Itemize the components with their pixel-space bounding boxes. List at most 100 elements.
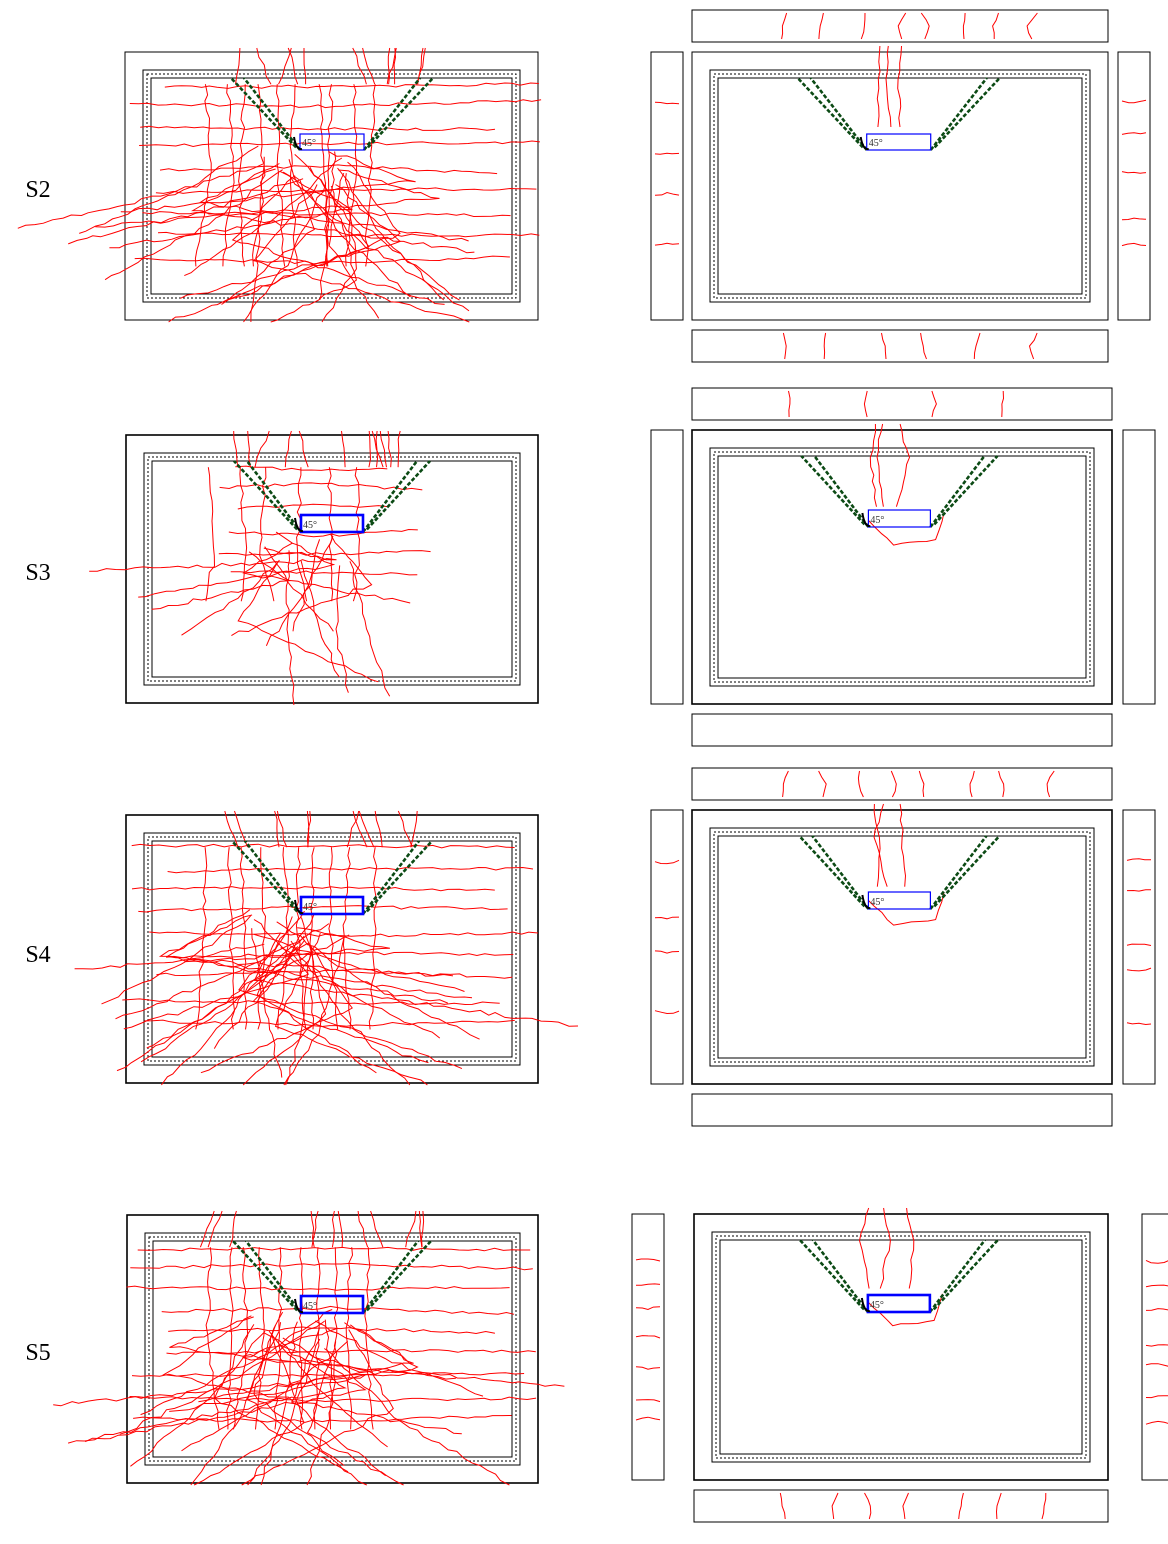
crack-line <box>370 1210 384 1248</box>
failure-cone-line <box>365 460 431 531</box>
crack-line <box>328 172 380 319</box>
failure-cone-line <box>244 1240 303 1314</box>
crack-line <box>259 467 275 602</box>
failure-cone-line <box>232 1240 299 1312</box>
crack-line <box>252 184 470 323</box>
reinforcement-line <box>715 1235 1087 1459</box>
crack-line <box>253 934 579 1027</box>
angle-arc <box>861 512 871 528</box>
crack-line <box>169 1316 456 1380</box>
crack-line <box>233 430 239 468</box>
angle-arc <box>859 136 869 151</box>
angle-label: 45° <box>303 902 317 913</box>
crack-line <box>275 84 286 267</box>
crack-line <box>207 1210 223 1248</box>
crack-line <box>238 84 246 267</box>
crack-line <box>1121 242 1147 247</box>
side-strip-vertical <box>1122 809 1156 1085</box>
crack-line <box>239 467 248 602</box>
crack-line <box>654 1010 680 1015</box>
crack-line <box>242 542 411 604</box>
crack-line <box>1145 1344 1168 1347</box>
slab-outline <box>126 1214 539 1484</box>
crack-line <box>1121 132 1147 135</box>
crack-line <box>397 430 401 468</box>
crack-line <box>635 1258 661 1262</box>
crack-line <box>885 45 892 128</box>
crack-line <box>654 950 680 954</box>
crack-line <box>397 810 413 848</box>
failure-cone-line <box>230 77 298 149</box>
crack-line <box>387 430 392 468</box>
slab-outline <box>125 814 539 1084</box>
crack-line <box>181 1340 349 1452</box>
load-plate <box>299 895 365 916</box>
crack-line <box>293 175 411 298</box>
failure-cone-line <box>933 77 1001 149</box>
crack-line <box>296 467 308 602</box>
crack-line <box>264 546 334 632</box>
crack-line <box>868 512 945 546</box>
crack-line <box>337 1210 344 1248</box>
back-face: 45° <box>691 803 1113 1085</box>
crack-line <box>224 810 239 848</box>
crack-line <box>931 390 937 418</box>
failure-cone-line <box>809 77 868 151</box>
crack-line <box>134 255 510 265</box>
crack-line <box>818 12 824 40</box>
crack-line <box>195 847 208 1030</box>
slab-outline <box>693 1213 1109 1481</box>
crack-line <box>235 465 388 472</box>
angle-arc <box>294 1298 304 1314</box>
slab-outline <box>691 51 1109 321</box>
crack-line <box>899 803 907 887</box>
reinforcement-line <box>713 831 1091 1063</box>
crack-line <box>294 154 460 301</box>
crack-line <box>157 231 540 238</box>
slab-inner-edge <box>143 832 521 1066</box>
crack-line <box>131 843 515 849</box>
crack-line <box>68 178 304 245</box>
reinforcement-line <box>147 456 517 682</box>
crack-line <box>860 12 866 40</box>
slab-core-outline <box>717 835 1087 1059</box>
failure-cone-line <box>928 1239 986 1313</box>
slab-core-outline <box>151 840 513 1058</box>
crack-line <box>119 1320 325 1435</box>
crack-line <box>782 332 787 360</box>
slab-core-outline <box>717 455 1087 679</box>
crack-line <box>1126 967 1152 972</box>
angle-label: 45° <box>870 515 884 526</box>
crack-line <box>349 561 391 697</box>
crack-line <box>242 917 327 1086</box>
front-face: 45° <box>53 1210 565 1486</box>
crack-line <box>1121 99 1147 104</box>
crack-line <box>278 47 292 85</box>
crack-line <box>282 171 470 312</box>
side-strip-vertical <box>1117 51 1151 321</box>
crack-line <box>257 847 267 1030</box>
crack-line <box>1145 1363 1168 1367</box>
crack-line <box>879 1207 891 1289</box>
crack-line <box>194 84 212 267</box>
crack-line <box>873 803 881 887</box>
crack-line <box>876 423 884 507</box>
failure-cone-line <box>366 77 434 149</box>
crack-line <box>368 430 372 468</box>
reinforcement-line <box>713 73 1087 299</box>
slab-inner-edge <box>709 827 1095 1067</box>
crack-line <box>213 1324 349 1473</box>
crack-line <box>193 1333 305 1486</box>
crack-line <box>420 1210 425 1248</box>
load-plate <box>866 133 932 151</box>
slab-core-outline <box>717 77 1083 295</box>
crack-line <box>995 1492 1002 1520</box>
crack-line <box>181 561 279 636</box>
crack-line <box>229 1210 237 1248</box>
crack-line <box>374 810 383 848</box>
crack-line <box>67 1332 347 1444</box>
crack-line <box>137 1246 531 1252</box>
specimen-label: S4 <box>25 942 50 968</box>
